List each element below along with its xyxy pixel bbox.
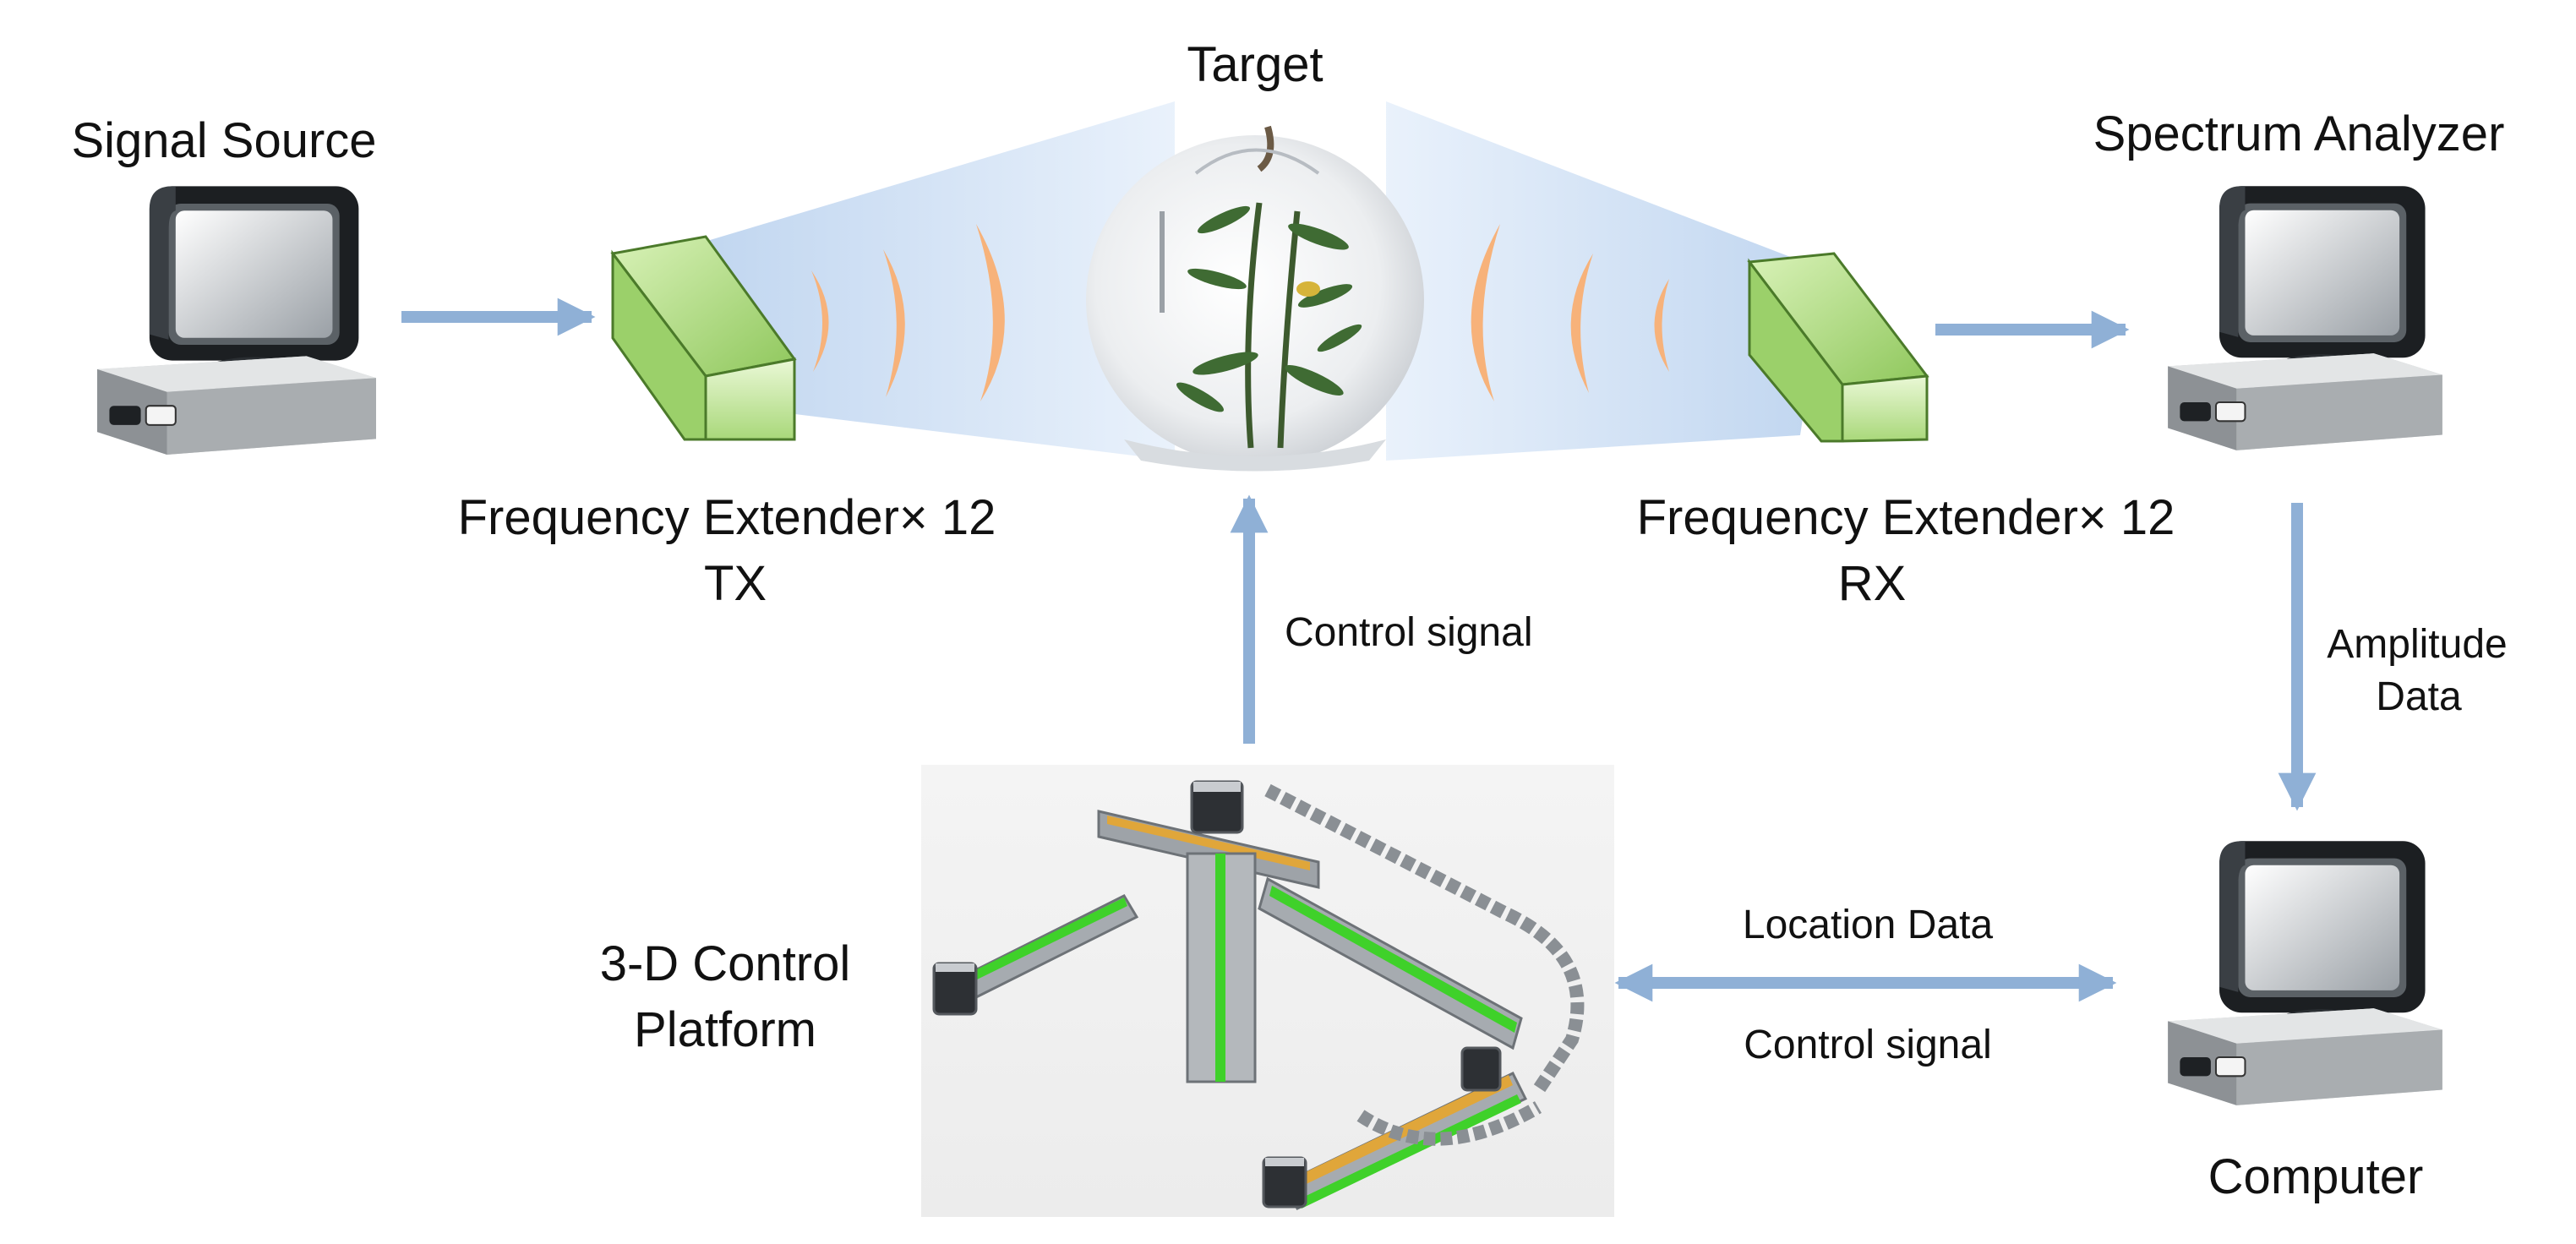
control-signal-up-label: Control signal	[1285, 610, 1532, 655]
signal-source-computer-icon	[96, 185, 378, 456]
tx-extender-label-line2: TX	[704, 556, 767, 611]
control-signal-bottom-label: Control signal	[1744, 1023, 1991, 1067]
computer-label: Computer	[2208, 1149, 2424, 1204]
tx-wave-icon	[811, 224, 1005, 401]
target-label: Target	[1187, 37, 1323, 92]
rx-extender-label-line1: Frequency Extender× 12	[1637, 490, 2175, 545]
tx-extender-icon	[610, 235, 797, 441]
rx-beam	[1386, 101, 1826, 461]
amplitude-data-label-line2: Data	[2376, 674, 2462, 719]
computer-icon	[2167, 840, 2443, 1106]
platform-label-line2: Platform	[634, 1002, 816, 1057]
rx-wave-icon	[1471, 224, 1669, 401]
tx-extender-label-line1: Frequency Extender× 12	[458, 490, 996, 545]
platform-label-line1: 3-D Control	[600, 936, 851, 991]
spectrum-analyzer-computer-icon	[2167, 185, 2443, 451]
signal-source-label: Signal Source	[71, 113, 376, 168]
spectrum-analyzer-label: Spectrum Analyzer	[2093, 106, 2505, 161]
target-vase-icon	[1086, 125, 1424, 472]
amplitude-data-label-line1: Amplitude	[2327, 622, 2507, 667]
location-data-label: Location Data	[1743, 903, 1994, 947]
3d-control-platform-icon	[921, 765, 1614, 1217]
rx-extender-icon	[1747, 252, 1929, 443]
rx-extender-label-line2: RX	[1838, 556, 1907, 611]
